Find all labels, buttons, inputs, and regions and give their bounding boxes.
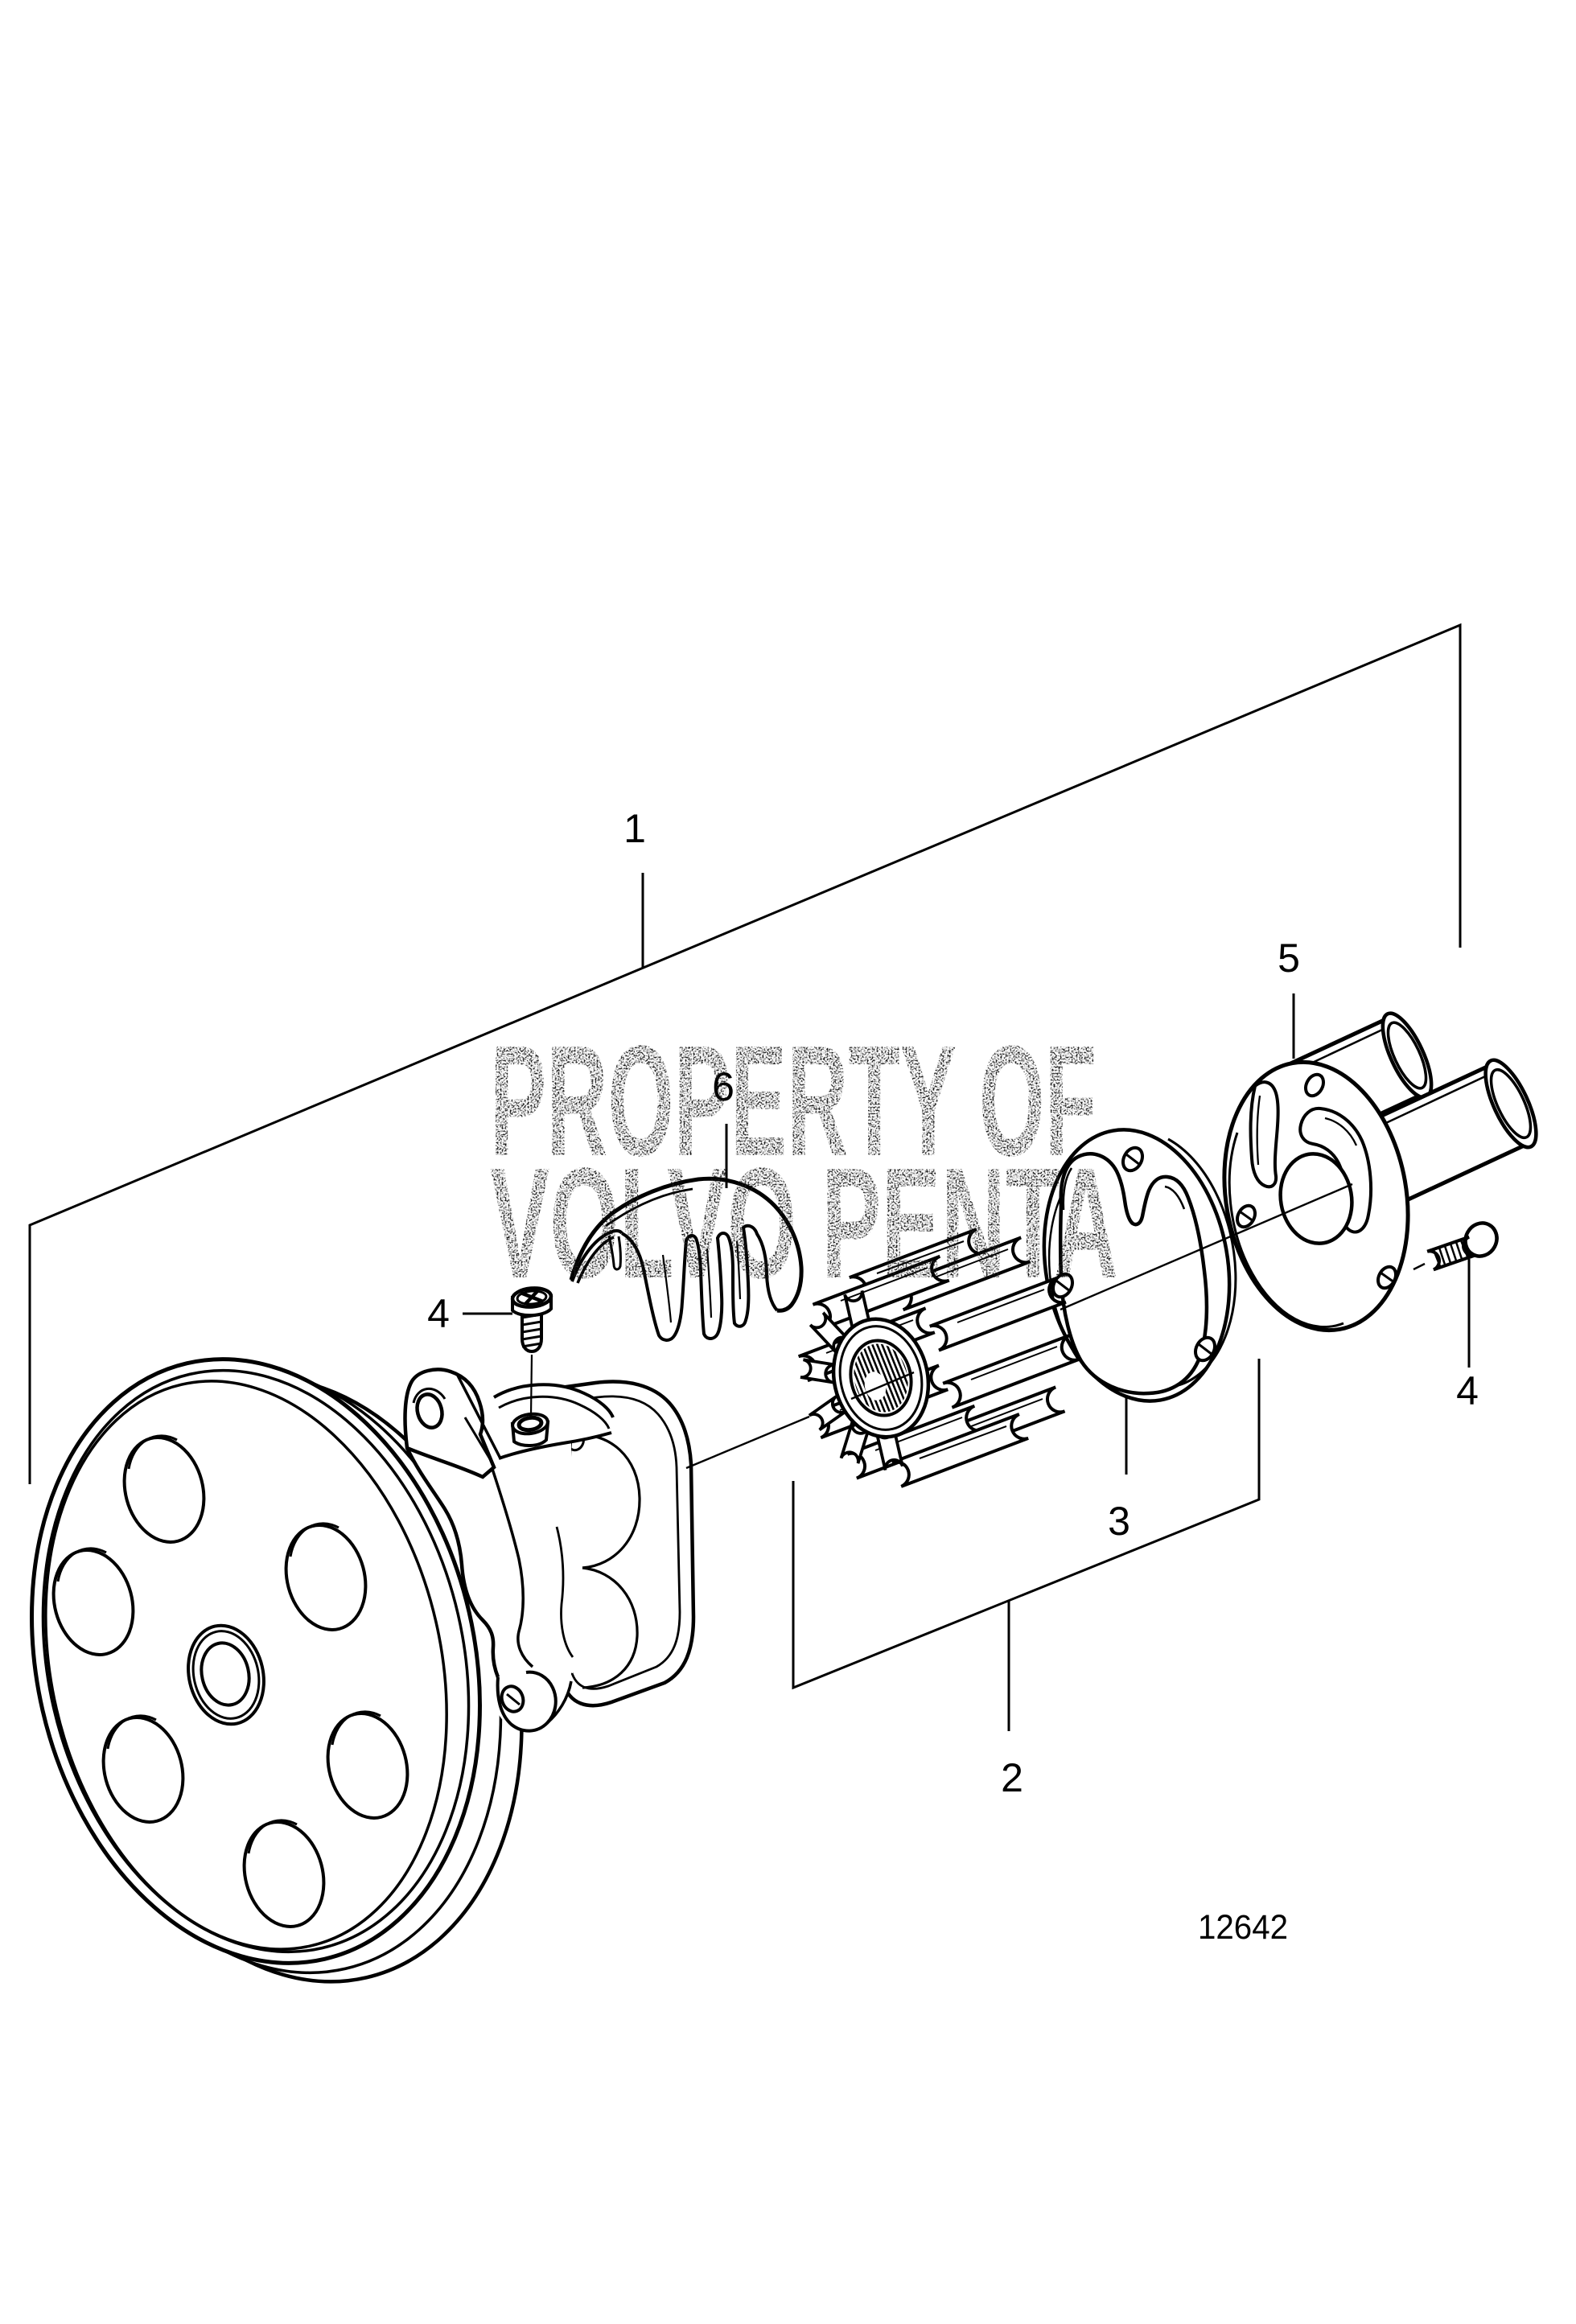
svg-text:5: 5	[1278, 936, 1300, 981]
svg-text:4: 4	[1456, 1368, 1479, 1413]
svg-text:VOLVO PENTA: VOLVO PENTA	[490, 1135, 1118, 1311]
svg-text:3: 3	[1108, 1499, 1130, 1544]
svg-text:12642: 12642	[1198, 1908, 1288, 1947]
svg-text:PROPERTY OF: PROPERTY OF	[490, 1013, 1097, 1189]
svg-text:6: 6	[712, 1064, 735, 1109]
svg-text:1: 1	[623, 806, 646, 851]
svg-text:4: 4	[427, 1291, 450, 1336]
svg-text:2: 2	[1001, 1755, 1023, 1800]
